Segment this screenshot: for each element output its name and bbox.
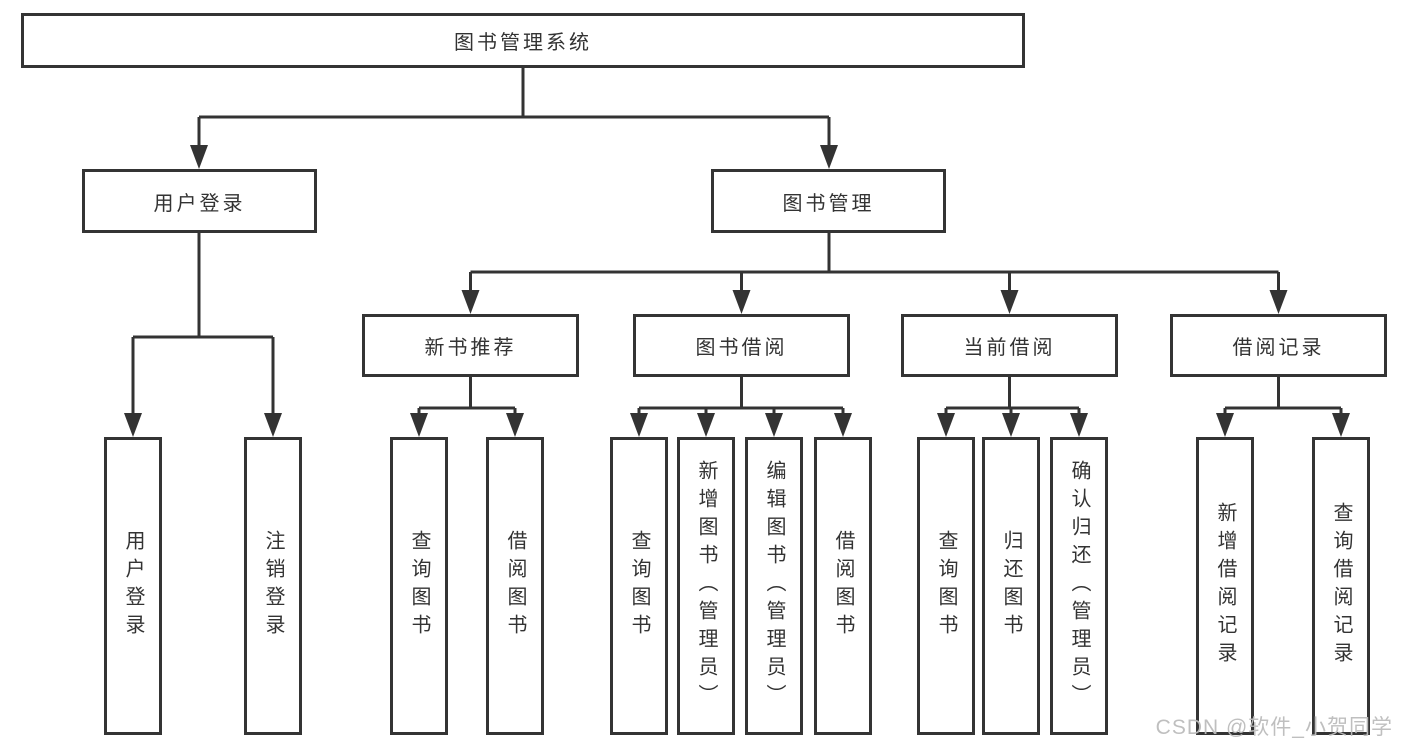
leaf-query-borrow-record: 查询借阅记录: [1312, 437, 1370, 735]
node-new-book-recommend-label: 新书推荐: [424, 337, 517, 359]
leaf-borrow-books-1-label: 借阅图书: [504, 530, 526, 642]
leaf-query-books-3-label: 查询图书: [935, 530, 957, 642]
node-book-borrow-label: 图书借阅: [695, 337, 788, 359]
leaf-borrow-books-2-label: 借阅图书: [832, 530, 854, 642]
node-current-borrow: 当前借阅: [901, 314, 1118, 377]
node-user-login-label: 用户登录: [153, 192, 246, 215]
leaf-logout: 注销登录: [244, 437, 302, 735]
leaf-query-borrow-record-label: 查询借阅记录: [1330, 502, 1352, 670]
node-root: 图书管理系统: [21, 13, 1025, 68]
leaf-query-books-2-label: 查询图书: [628, 530, 650, 642]
leaf-borrow-books-1: 借阅图书: [486, 437, 544, 735]
leaf-edit-book-admin: 编辑图书（管理员）: [745, 437, 803, 735]
leaf-query-books-1: 查询图书: [390, 437, 448, 735]
leaf-confirm-return-admin: 确认归还（管理员）: [1050, 437, 1108, 735]
leaf-borrow-books-2: 借阅图书: [814, 437, 872, 735]
leaf-return-books-label: 归还图书: [1000, 530, 1022, 642]
leaf-query-books-3: 查询图书: [917, 437, 975, 735]
leaf-confirm-return-admin-label: 确认归还（管理员）: [1068, 460, 1090, 712]
leaf-query-books-1-label: 查询图书: [408, 530, 430, 642]
leaf-edit-book-admin-label: 编辑图书（管理员）: [763, 460, 785, 712]
node-new-book-recommend: 新书推荐: [362, 314, 579, 377]
leaf-add-borrow-record-label: 新增借阅记录: [1214, 502, 1236, 670]
node-borrow-records: 借阅记录: [1170, 314, 1387, 377]
node-book-management: 图书管理: [711, 169, 946, 233]
leaf-return-books: 归还图书: [982, 437, 1040, 735]
csdn-watermark: CSDN @软件_小贺同学: [1155, 716, 1393, 739]
leaf-add-book-admin-label: 新增图书（管理员）: [695, 460, 717, 712]
node-book-borrow: 图书借阅: [633, 314, 850, 377]
leaf-query-books-2: 查询图书: [610, 437, 668, 735]
leaf-logout-label: 注销登录: [262, 530, 284, 642]
node-book-management-label: 图书管理: [782, 192, 875, 215]
node-borrow-records-label: 借阅记录: [1232, 337, 1325, 359]
leaf-add-book-admin: 新增图书（管理员）: [677, 437, 735, 735]
leaf-user-login-label: 用户登录: [122, 530, 144, 642]
node-root-label: 图书管理系统: [454, 32, 592, 54]
node-user-login: 用户登录: [82, 169, 317, 233]
leaf-user-login: 用户登录: [104, 437, 162, 735]
leaf-add-borrow-record: 新增借阅记录: [1196, 437, 1254, 735]
node-current-borrow-label: 当前借阅: [963, 337, 1056, 359]
